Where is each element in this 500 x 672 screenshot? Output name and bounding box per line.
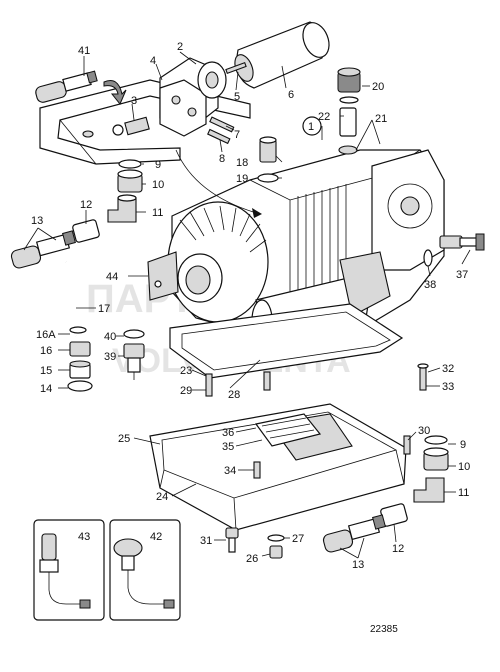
transmission-housing-1 — [147, 149, 445, 341]
flow-arrow — [175, 149, 261, 215]
callout-12-upper: 12 — [80, 199, 92, 211]
callout-9-upper: 9 — [155, 159, 161, 171]
callout-22: 22 — [318, 111, 330, 123]
callout-9-lower: 9 — [460, 439, 466, 451]
callout-13-lower: 13 — [352, 559, 364, 571]
callout-24: 24 — [156, 491, 168, 503]
callout-10-lower: 10 — [458, 461, 470, 473]
gasket-28 — [169, 303, 404, 379]
callout-36: 36 — [222, 427, 234, 439]
callout-29: 29 — [180, 385, 192, 397]
callout-19: 19 — [236, 173, 248, 185]
callout-26: 26 — [246, 553, 258, 565]
oring-9-lower — [424, 435, 448, 445]
sensor-37 — [439, 233, 485, 251]
callout-33: 33 — [442, 381, 454, 393]
nut-10-lower — [423, 447, 449, 471]
callout-38: 38 — [424, 279, 436, 291]
oil-pan-24 — [149, 403, 407, 531]
fitting-3 — [112, 116, 150, 136]
callout-10-upper: 10 — [152, 179, 164, 191]
callout-40: 40 — [104, 331, 116, 343]
callout-12-lower: 12 — [392, 543, 404, 555]
filter-screen-35-36 — [254, 413, 322, 447]
callout-16: 16 — [40, 345, 52, 357]
sensor-39-40 — [123, 329, 145, 380]
drain-plug-26-27 — [267, 534, 285, 559]
inset-box-43 — [33, 519, 105, 621]
callout-28: 28 — [228, 389, 240, 401]
callout-25: 25 — [118, 433, 130, 445]
callout-labels: 41 2 4 3 5 6 7 8 9 10 11 12 13 1 18 19 2… — [31, 41, 470, 571]
bolt-31 — [225, 527, 239, 553]
callout-14: 14 — [40, 383, 52, 395]
cap-20 — [337, 67, 361, 104]
callout-4: 4 — [150, 55, 156, 67]
callout-27: 27 — [292, 533, 304, 545]
callout-30: 30 — [418, 425, 430, 437]
callout-2: 2 — [177, 41, 183, 53]
callout-1-circle — [302, 116, 322, 136]
hose-fitting-13-lower — [322, 514, 386, 553]
callout-6: 6 — [288, 89, 294, 101]
callout-16A: 16A — [36, 329, 56, 341]
callout-23: 23 — [180, 365, 192, 377]
callout-39: 39 — [104, 351, 116, 363]
callout-17: 17 — [98, 303, 110, 315]
callout-43: 43 — [78, 531, 90, 543]
drawing-number: 22385 — [370, 624, 398, 635]
callout-41: 41 — [78, 45, 90, 57]
callout-44: 44 — [106, 271, 118, 283]
fittings-14-16 — [67, 326, 93, 392]
leader-lines — [23, 51, 471, 559]
pipe-17 — [64, 261, 78, 337]
nut-10-upper — [117, 169, 143, 193]
callout-31: 31 — [200, 535, 212, 547]
callout-21: 21 — [375, 113, 387, 125]
callout-11-upper: 11 — [152, 207, 163, 219]
callout-11-lower: 11 — [458, 487, 469, 499]
washer-38 — [423, 249, 433, 267]
elbow-11-upper — [107, 194, 137, 223]
callout-15: 15 — [40, 365, 52, 377]
callout-3: 3 — [131, 95, 137, 107]
callout-8: 8 — [219, 153, 225, 165]
callout-5: 5 — [234, 91, 240, 103]
sleeve-12-upper — [72, 219, 100, 243]
bolts-5-7-8 — [207, 61, 247, 145]
callout-34: 34 — [224, 465, 236, 477]
hose-fitting-13-upper — [10, 230, 76, 269]
sensor-41 — [35, 70, 127, 105]
flow-arrowhead — [252, 208, 262, 218]
callout-42: 42 — [150, 531, 162, 543]
callout-18: 18 — [236, 157, 248, 169]
callout-37: 37 — [456, 269, 468, 281]
callout-13-upper: 13 — [31, 215, 43, 227]
oring-9-upper — [118, 159, 142, 169]
oil-filter-6 — [234, 21, 330, 89]
elbow-11-lower — [413, 477, 445, 503]
callout-7: 7 — [234, 129, 240, 141]
filter-head-assembly — [159, 57, 227, 137]
breather-22 — [338, 107, 358, 155]
callout-1: 1 — [308, 121, 314, 133]
inset-box-42 — [109, 519, 181, 621]
fitting-18-19 — [257, 136, 279, 183]
callout-32: 32 — [442, 363, 454, 375]
callout-20: 20 — [372, 81, 384, 93]
callout-35: 35 — [222, 441, 234, 453]
